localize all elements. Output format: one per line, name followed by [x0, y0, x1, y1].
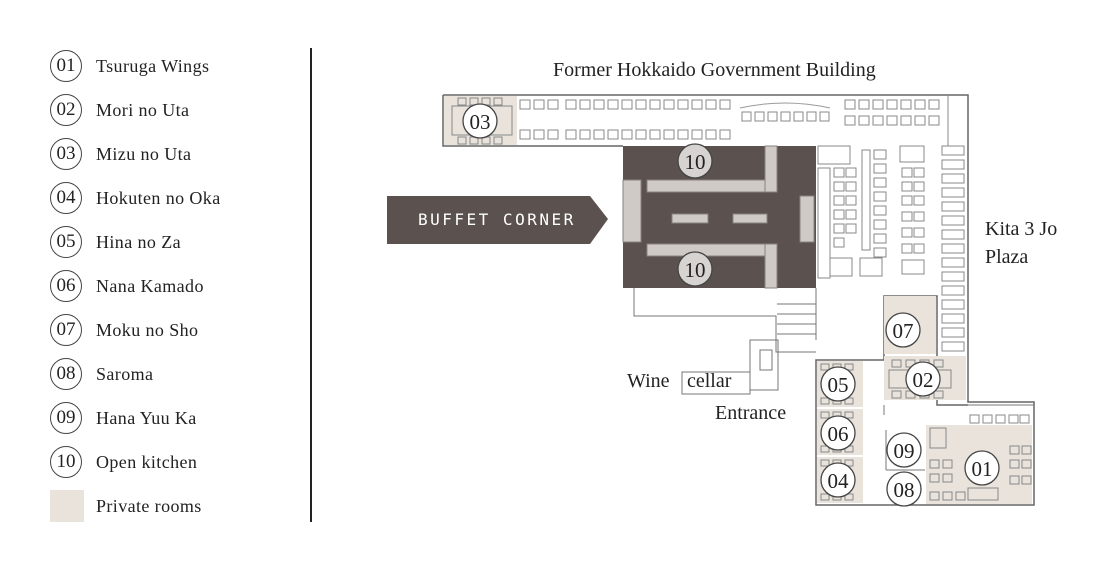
room-marker-label: 10 [685, 150, 706, 174]
room-marker-label: 08 [894, 478, 915, 502]
room-marker-08: 08 [886, 471, 922, 507]
legend-number-badge: 08 [50, 358, 82, 390]
room-marker-02: 02 [905, 361, 941, 397]
legend-label: Hokuten no Oka [96, 187, 221, 208]
entrance-label: Entrance [715, 402, 786, 424]
legend-item-07: 07 Moku no Sho [50, 312, 198, 348]
cellar-label: cellar [687, 370, 732, 392]
table-group [929, 414, 1032, 501]
room-marker-10-top: 10 [677, 143, 713, 179]
legend-number-badge: 10 [50, 446, 82, 478]
legend-number-badge: 02 [50, 94, 82, 126]
legend-number-badge: 01 [50, 50, 82, 82]
room-marker-label: 04 [828, 469, 850, 493]
curved-partition [739, 102, 831, 109]
legend-label: Mizu no Uta [96, 143, 192, 164]
room-marker-label: 10 [685, 258, 706, 282]
dining-tables [817, 145, 925, 279]
building-outline [442, 95, 623, 147]
room-marker-label: 09 [894, 439, 915, 463]
room-marker-label: 07 [893, 319, 914, 343]
legend-item-03: 03 Mizu no Uta [50, 136, 191, 172]
room-marker-01: 01 [964, 450, 1000, 486]
legend-label: Private rooms [96, 495, 202, 516]
room-marker-10-bottom: 10 [677, 251, 713, 287]
legend-item-04: 04 Hokuten no Oka [50, 180, 221, 216]
room-marker-04: 04 [820, 462, 856, 498]
room-marker-07: 07 [885, 312, 921, 348]
legend-label: Hina no Za [96, 231, 181, 252]
legend-divider [310, 48, 312, 522]
legend-number-badge: 03 [50, 138, 82, 170]
legend-label: Hana Yuu Ka [96, 407, 197, 428]
wine-label: Wine [627, 370, 670, 392]
private-room-swatch [50, 490, 84, 522]
legend-number-badge: 04 [50, 182, 82, 214]
legend-number-badge: 05 [50, 226, 82, 258]
legend-item-01: 01 Tsuruga Wings [50, 48, 209, 84]
legend-item-08: 08 Saroma [50, 356, 153, 392]
legend-item-private-rooms: Private rooms [50, 488, 202, 524]
room-marker-06: 06 [820, 415, 856, 451]
legend-item-09: 09 Hana Yuu Ka [50, 400, 197, 436]
room-marker-09: 09 [886, 432, 922, 468]
open-kitchen-area [623, 146, 816, 288]
room-marker-05: 05 [820, 366, 856, 402]
room-marker-label: 01 [972, 457, 993, 481]
corridor-lines [633, 288, 817, 395]
map-top-label: Former Hokkaido Government Building [553, 59, 876, 81]
legend-label: Moku no Sho [96, 319, 199, 340]
room-marker-label: 02 [913, 368, 934, 392]
legend-label: Tsuruga Wings [96, 55, 210, 76]
corridor-lines [883, 404, 1034, 471]
legend-number-badge: 07 [50, 314, 82, 346]
room-marker-label: 03 [470, 110, 491, 134]
legend-item-06: 06 Nana Kamado [50, 268, 204, 304]
legend-item-05: 05 Hina no Za [50, 224, 181, 260]
legend-label: Saroma [96, 363, 154, 384]
room-marker-03: 03 [462, 103, 498, 139]
legend-label: Nana Kamado [96, 275, 204, 296]
seating-row-top [519, 99, 940, 140]
legend-number-badge: 06 [50, 270, 82, 302]
buffet-corner-label: BUFFET CORNER [418, 210, 576, 229]
plaza-label-line1: Kita 3 Jo [985, 218, 1057, 240]
legend-item-02: 02 Mori no Uta [50, 92, 189, 128]
legend-number-badge: 09 [50, 402, 82, 434]
room-marker-label: 06 [828, 422, 849, 446]
room-marker-label: 05 [828, 373, 849, 397]
legend-label: Open kitchen [96, 451, 198, 472]
building-outline [443, 94, 1035, 506]
seating-column-right [941, 145, 965, 352]
legend-label: Mori no Uta [96, 99, 190, 120]
plaza-label-line2: Plaza [985, 246, 1028, 268]
legend-item-10: 10 Open kitchen [50, 444, 197, 480]
kitchen-counters [622, 145, 815, 289]
buffet-corner-sign [387, 196, 608, 244]
